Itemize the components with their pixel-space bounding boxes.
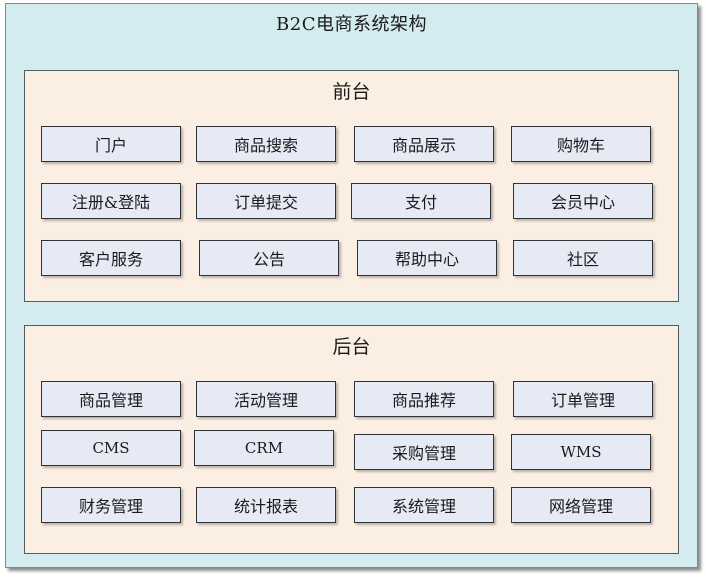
module-finance-management: 财务管理 xyxy=(41,487,181,523)
architecture-diagram: B2C电商系统架构 前台 门户 商品搜索 商品展示 购物车 注册&登陆 订单提交… xyxy=(5,3,698,568)
module-product-recommendation: 商品推荐 xyxy=(354,381,494,417)
module-product-display: 商品展示 xyxy=(354,126,494,162)
module-shopping-cart: 购物车 xyxy=(511,126,651,162)
module-register-login: 注册&登陆 xyxy=(41,183,181,219)
module-network-management: 网络管理 xyxy=(511,487,651,523)
module-procurement-management: 采购管理 xyxy=(354,434,494,470)
frontend-panel: 前台 门户 商品搜索 商品展示 购物车 注册&登陆 订单提交 支付 会员中心 客… xyxy=(24,70,679,302)
backend-panel: 后台 商品管理 活动管理 商品推荐 订单管理 CMS CRM 采购管理 WMS … xyxy=(24,325,679,554)
module-product-management: 商品管理 xyxy=(41,381,181,417)
module-portal: 门户 xyxy=(41,126,181,162)
module-community: 社区 xyxy=(513,240,653,276)
module-payment: 支付 xyxy=(351,183,491,219)
module-wms: WMS xyxy=(511,434,651,470)
frontend-panel-title: 前台 xyxy=(332,81,371,103)
diagram-title: B2C电商系统架构 xyxy=(276,14,427,35)
module-announcement: 公告 xyxy=(199,240,339,276)
module-system-management: 系统管理 xyxy=(354,487,494,523)
module-order-submit: 订单提交 xyxy=(196,183,336,219)
module-help-center: 帮助中心 xyxy=(357,240,497,276)
module-order-management: 订单管理 xyxy=(513,381,653,417)
module-statistics-report: 统计报表 xyxy=(196,487,336,523)
module-member-center: 会员中心 xyxy=(513,183,653,219)
module-cms: CMS xyxy=(41,430,181,466)
module-crm: CRM xyxy=(194,430,334,466)
module-campaign-management: 活动管理 xyxy=(196,381,336,417)
module-customer-service: 客户服务 xyxy=(41,240,181,276)
module-product-search: 商品搜索 xyxy=(196,126,336,162)
backend-panel-title: 后台 xyxy=(332,336,371,358)
